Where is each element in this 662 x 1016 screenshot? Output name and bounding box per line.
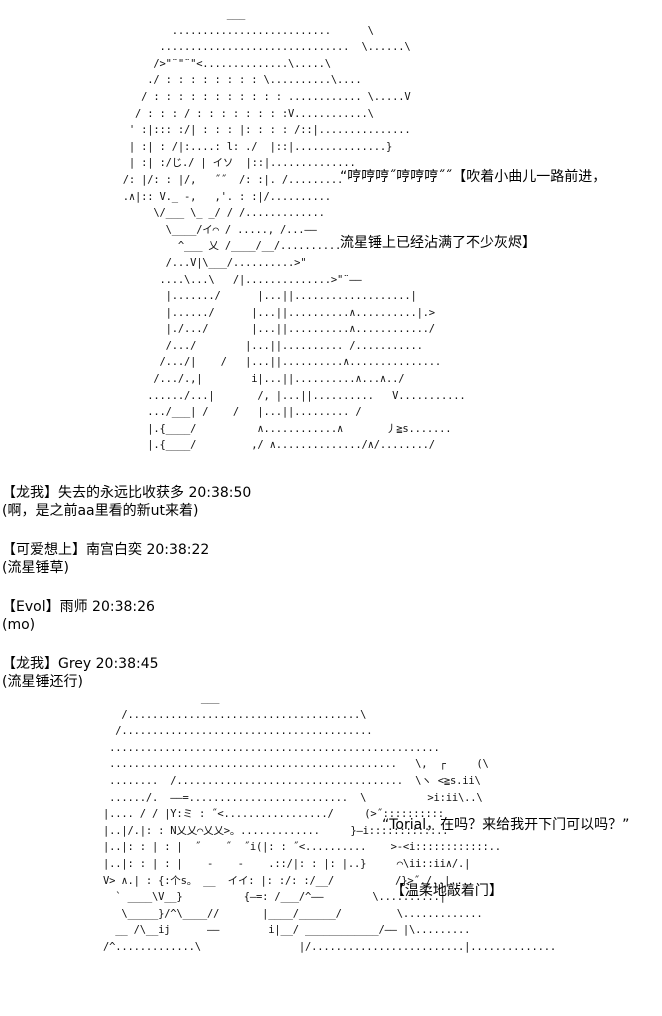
art-line: / : : : : : : : : : : : ............ \..… [86,90,411,103]
chat-message: (流星锤还行) [2,674,83,690]
art-line: ___ [86,8,246,20]
ascii-art-character-with-flail: ___ .......................... \ .......… [86,6,466,454]
chat-entry: 【龙我】Grey 20:38:45 (流星锤还行) [2,655,642,691]
chat-header: 【龙我】失去的永远比收获多 20:38:50 [2,485,252,501]
chat-entry: 【Evol】雨师 20:38:26 (mo) [2,598,642,634]
ascii-art-character-at-door: ___ /...................................… [54,690,556,956]
narration-line: “Torial，在吗？来给我开下门可以吗？” [382,817,630,833]
art-line: |......./ |...||...................| [86,290,417,303]
art-line: />"¨"¨"<..............\.....\ [86,57,331,70]
art-line: / : : : / : : : : : : : :V............\ [86,107,380,120]
narration-top: “哼哼哼˝哼哼哼˝˝【吹着小曲儿一路前进， 流星锤上已经沾满了不少灰烬】 [340,122,606,276]
art-line: ............................... \......\ [86,41,411,54]
art-line: ....\...\ /|..............>"¨—— [86,273,362,286]
chat-header: 【龙我】Grey 20:38:45 [2,656,159,672]
art-line: |....../ |...||..........∧..........|.> [86,306,436,319]
art-line: ^___ 乂 /____/__/.......... [86,240,342,253]
art-line: ` ____\V__} {—=: /___/^—— \..........| [54,891,446,904]
art-line: ........................................… [54,741,440,754]
art-line: V> ∧.| : {:个s。 __ イイ: |: :/: :/__/ /}>˝.… [54,874,463,887]
art-line: .../___| / / |...||......... / [86,406,362,419]
art-line: ....../. ——=.......................... \… [54,791,483,804]
art-line: /^.............\ |/.....................… [54,940,556,953]
narration-line: “哼哼哼˝哼哼哼˝˝【吹着小曲儿一路前进， [340,169,607,185]
art-line: |.{____/ ,/ ∧............../∧/......../ [86,439,435,452]
art-line: .......................... \ [86,24,374,37]
art-line: ....../...| /, |...||.......... V.......… [86,389,466,402]
art-line: ' :|::: :/| : : : |: : : : /::|.........… [86,124,411,137]
art-line: /.../.,| i|...||..........∧...∧../ [86,373,405,386]
art-line: /: |/: : |/, ˝˝ /: :|. /......... [86,173,344,186]
art-line: ___ [54,692,220,704]
art-line: |.... / / |Y:ミ : ˝<................./ (>… [54,808,444,821]
chat-message: (流星锤草) [2,560,69,576]
art-line: |.{____/ ∧............∧ 丿≧s....... [86,422,452,435]
art-line: __ /\__ij —— i|__/ ____________/—— |\...… [54,924,471,937]
art-line: |./.../ |...||..........∧............/ [86,323,436,336]
art-line: \_____}/^\____// |____/______/ \........… [54,907,483,920]
art-line: \____/イ⌒ / ....., /...—— [86,223,317,236]
chat-log: 【龙我】失去的永远比收获多 20:38:50 (啊，是之前aa里看的新ut来着)… [2,484,642,712]
art-line: | :| : /|:....: l: ./ |::|..............… [86,140,393,153]
art-line: /.......................................… [54,725,373,738]
narration-bottom: “Torial，在吗？来给我开下门可以吗？” 【温柔地敲着门】 [382,770,629,924]
art-line: |..|: : | : | ˝ ˝ ˝i(|: : ˝<.......... >… [54,841,501,854]
chat-header: 【可爱想上】南宫白奕 20:38:22 [2,542,210,558]
art-line: ........ /..............................… [54,774,481,787]
chat-entry: 【龙我】失去的永远比收获多 20:38:50 (啊，是之前aa里看的新ut来着) [2,484,642,520]
chat-message: (啊，是之前aa里看的新ut来着) [2,503,199,519]
art-line: /...V|\___/..........>" [86,256,307,269]
narration-line: 流星锤上已经沾满了不少灰烬】 [340,235,536,251]
chat-message: (mo) [2,617,36,633]
art-line: /.../ |...||.......... /........... [86,339,423,352]
art-line: \/___ \_ _/ / /............. [86,207,325,220]
chat-entry: 【可爱想上】南宫白奕 20:38:22 (流星锤草) [2,541,642,577]
art-line: /......................................\ [54,708,367,721]
art-line: | :| :/じ./ | イソ |::|.............. [86,157,356,170]
art-line: ........................................… [54,758,489,771]
art-line: ./ : : : : : : : : \..........\.... [86,74,362,87]
art-line: |..|/.|: : N乂乂⌒乂乂>。............. }—i::::… [54,824,449,837]
art-line: |..|: : | : | - - .::/|: : |: |..} ⌒\ii:… [54,857,471,870]
chat-header: 【Evol】雨师 20:38:26 [2,599,155,615]
art-line: .∧|:: V._ -, ,'. : :|/.......... [86,190,331,203]
narration-line: 【温柔地敲着门】 [382,883,503,899]
art-line: /.../| / |...||..........∧..............… [86,356,442,369]
